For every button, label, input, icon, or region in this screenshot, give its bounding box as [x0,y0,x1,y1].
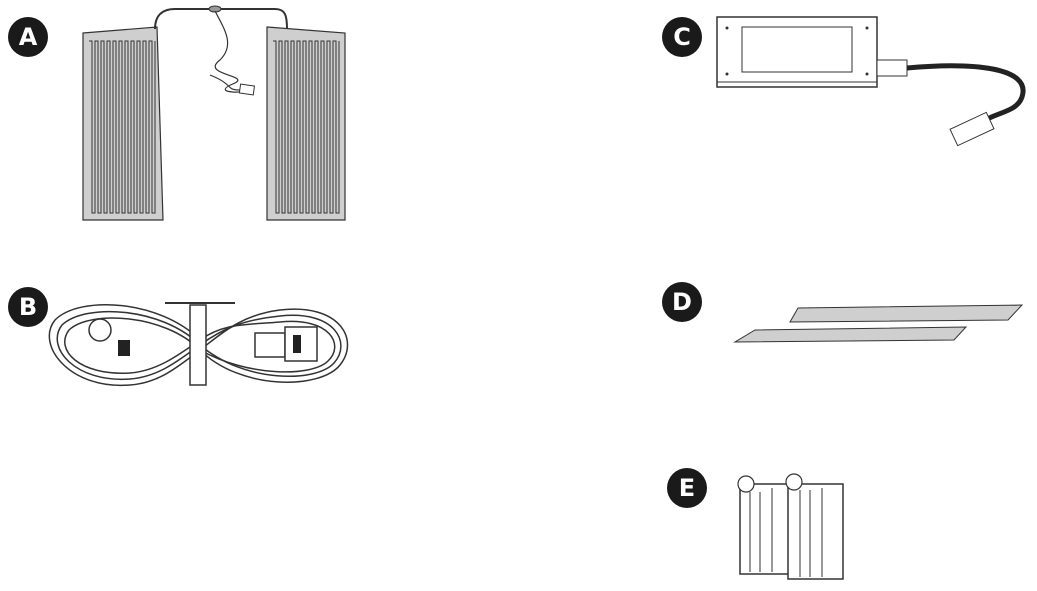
power-cord-icon [48,302,349,387]
heating-pads-icon [82,5,346,221]
part-label-d: D [662,282,702,322]
part-label-c: C [662,17,702,57]
mounting-clips-icon [737,473,844,580]
power-adapter-icon [716,16,1026,147]
adhesive-strips-icon [733,304,1024,343]
part-label-b: B [8,287,48,327]
part-label-e: E [667,468,707,508]
heating-element-line [89,40,156,214]
heating-element-line [273,40,340,214]
part-label-a: A [8,17,48,57]
